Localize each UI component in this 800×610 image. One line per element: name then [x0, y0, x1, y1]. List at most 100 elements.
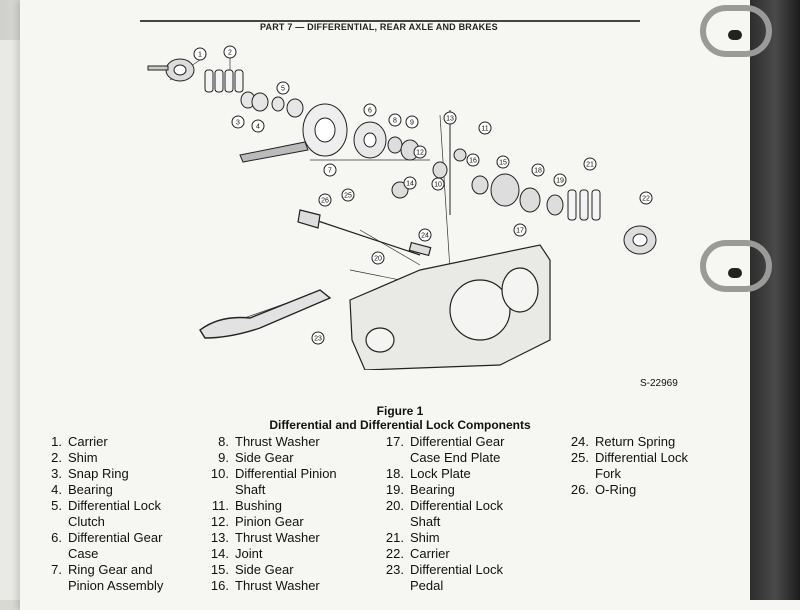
legend-item-number: 12.	[210, 514, 229, 529]
callout-7: 7	[323, 163, 337, 177]
legend-item: Clutch	[38, 514, 163, 530]
legend-item: 13.Thrust Washer	[205, 530, 337, 546]
legend-item-number: 22.	[385, 546, 404, 561]
callout-17: 17	[513, 223, 527, 237]
legend-item-number: 10.	[210, 466, 229, 481]
callout-6: 6	[363, 103, 377, 117]
callout-label: 13	[446, 116, 454, 123]
binder-ring	[700, 240, 772, 292]
legend-item: 8.Thrust Washer	[205, 434, 337, 450]
callout-9: 9	[405, 115, 419, 129]
callout-label: 9	[410, 120, 414, 127]
legend-item-label: Case	[68, 546, 99, 561]
callout-label: 25	[344, 193, 352, 200]
legend-item-label: Snap Ring	[68, 466, 129, 481]
legend-item-label: Side Gear	[235, 450, 294, 465]
legend-item-number	[380, 514, 404, 530]
legend-item: 9.Side Gear	[205, 450, 337, 466]
legend-item: 18. Lock Plate	[380, 466, 504, 482]
callout-8: 8	[388, 113, 402, 127]
legend-item-number: 2.	[51, 450, 62, 465]
callout-label: 12	[416, 150, 424, 157]
callout-26: 26	[318, 193, 332, 207]
legend-item-number: 19.	[385, 482, 404, 497]
legend-item: 5.Differential Lock	[38, 498, 163, 514]
legend-item-number: 20.	[385, 498, 404, 513]
legend-item: 15.Side Gear	[205, 562, 337, 578]
callout-label: 3	[236, 120, 240, 127]
callout-15: 15	[496, 155, 510, 169]
legend-item-label: Pinion Assembly	[68, 578, 164, 593]
legend-item-label: Bushing	[235, 498, 282, 513]
callout-label: 22	[642, 196, 650, 203]
callout-5: 5	[276, 81, 290, 95]
legend-item-label: Case End Plate	[410, 450, 501, 465]
legend-item-label: Lock Plate	[410, 466, 471, 481]
legend-item-label: Bearing	[68, 482, 113, 497]
legend-item: 6.Differential Gear	[38, 530, 163, 546]
legend-item-label: Clutch	[68, 514, 105, 529]
callout-1: 1	[193, 47, 207, 61]
callout-label: 26	[321, 198, 329, 205]
carrier-part	[147, 58, 195, 82]
callout-13: 13	[443, 111, 457, 125]
legend-item: 24. Return Spring	[565, 434, 688, 450]
legend-item-number: 24.	[570, 434, 589, 449]
legend-item: 7. Ring Gear and	[38, 562, 163, 578]
legend-item: Shaft	[205, 482, 337, 498]
legend-item-label: O-Ring	[595, 482, 637, 497]
callout-label: 18	[534, 168, 542, 175]
legend-item-number: 7.	[51, 562, 62, 577]
callout-label: 14	[406, 181, 414, 188]
header-rule	[140, 20, 640, 22]
legend-item: 17.Differential Gear	[380, 434, 505, 450]
legend-item-number: 21.	[385, 530, 404, 545]
legend-item-label: Carrier	[68, 434, 108, 449]
callout-label: 16	[469, 158, 477, 165]
legend-item-label: Return Spring	[595, 434, 676, 449]
page-header: PART 7 — DIFFERENTIAL, REAR AXLE AND BRA…	[260, 22, 498, 32]
legend-item: Shaft	[380, 514, 504, 530]
figure-reference: S-22969	[640, 378, 678, 389]
legend-item-label: Shaft	[235, 482, 266, 497]
callout-23: 23	[311, 331, 325, 345]
callout-label: 15	[499, 160, 507, 167]
legend-item-label: Carrier	[410, 546, 450, 561]
legend-item-number: 26.	[570, 482, 589, 497]
callout-25: 25	[341, 188, 355, 202]
legend-item-label: Differential Gear	[410, 434, 505, 449]
legend-item: 21.Shim	[380, 530, 504, 546]
legend-item: 2. Shim	[38, 450, 163, 466]
legend-item: 20.Differential Lock	[380, 498, 504, 514]
legend-item-label: Shim	[68, 450, 98, 465]
legend-item-label: Ring Gear and	[68, 562, 153, 577]
callout-label: 2	[228, 50, 232, 57]
callout-14: 14	[403, 176, 417, 190]
callout-label: 20	[374, 256, 382, 263]
callout-19: 19	[553, 173, 567, 187]
legend-item: 26. O-Ring	[565, 482, 688, 498]
legend-item-number	[38, 514, 62, 530]
callout-18: 18	[531, 163, 545, 177]
callout-label: 17	[516, 228, 524, 235]
callout-label: 7	[328, 168, 332, 175]
legend-item: 10.Differential Pinion	[205, 466, 337, 482]
callout-4: 4	[251, 119, 265, 133]
callout-label: 19	[556, 178, 564, 185]
legend-item-label: Pinion Gear	[235, 514, 304, 529]
legend-item-number: 18.	[385, 466, 404, 481]
legend-item: 3.Snap Ring	[38, 466, 163, 482]
legend-item-number	[205, 482, 229, 498]
legend-item: 25.Differential Lock	[565, 450, 688, 466]
callout-label: 6	[368, 108, 372, 115]
legend-item: 16.Thrust Washer	[205, 578, 337, 594]
callout-label: 5	[281, 86, 285, 93]
legend-item-number: 1.	[51, 434, 62, 449]
legend-item-label: Shaft	[410, 514, 441, 529]
callout-16: 16	[466, 153, 480, 167]
legend-item: 4.Bearing	[38, 482, 163, 498]
legend-item-number: 15.	[210, 562, 229, 577]
